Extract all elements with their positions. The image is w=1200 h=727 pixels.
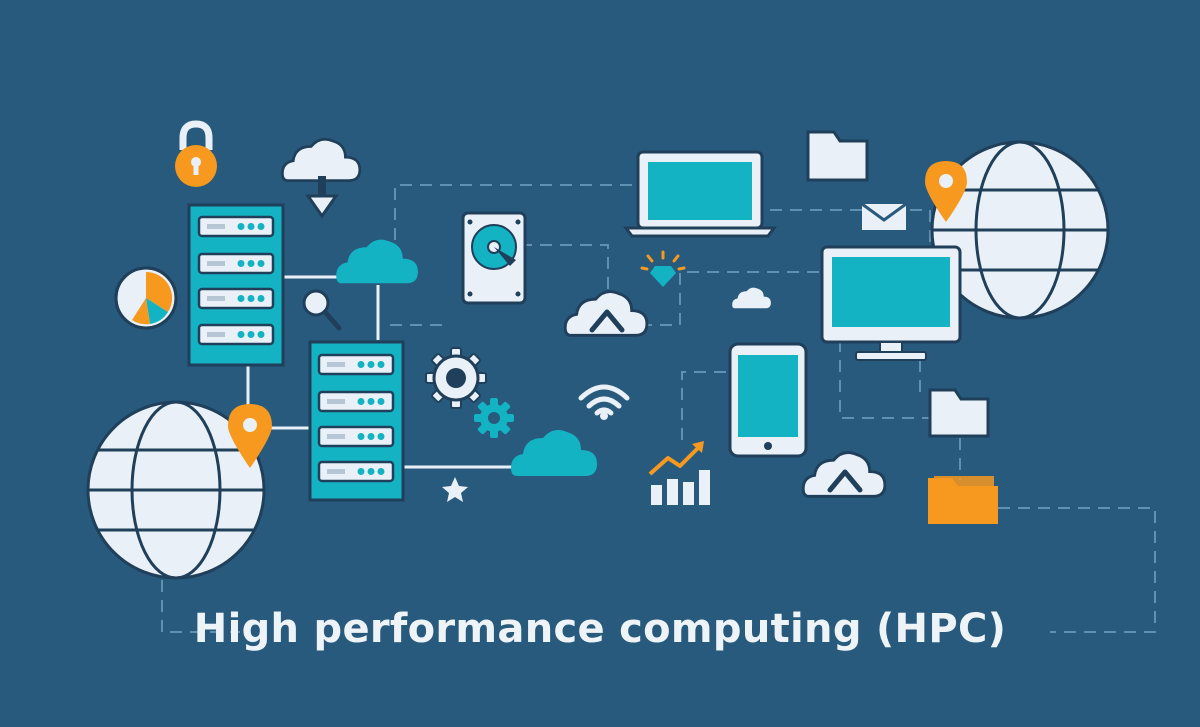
cloud-icon [732,287,771,309]
cloud-download-icon [281,137,362,219]
smartphone-icon [728,342,808,458]
hard-drive-icon [461,211,527,305]
star-icon [442,477,468,502]
page-title: High performance computing (HPC) [193,606,1007,652]
map-pin-icon [925,161,967,222]
gear-icon [425,347,487,409]
envelope-icon [861,202,907,230]
laptop-icon [623,150,777,238]
growth-chart-icon [648,441,710,505]
server-rack-icon [308,340,405,502]
folder-icon [806,130,869,182]
cloud-icon [511,430,597,476]
magnifier-icon [302,289,342,331]
cloud-icon [336,239,418,284]
cloud-upload-icon [801,451,887,498]
globe-icon [86,400,266,580]
network-links [246,275,518,469]
diamond-icon [640,250,686,287]
folder-icon [928,388,990,438]
dashed-connectors [161,175,1156,633]
desktop-monitor-icon [820,245,962,361]
server-rack-icon [187,203,285,367]
wifi-icon [578,384,630,416]
pie-chart-icon [114,266,178,330]
map-pin-icon [228,404,272,468]
globe-icon [930,140,1110,320]
folder-icon [928,476,998,524]
cloud-upload-icon [563,290,649,337]
padlock-icon [175,120,217,187]
gear-icon [474,398,514,438]
